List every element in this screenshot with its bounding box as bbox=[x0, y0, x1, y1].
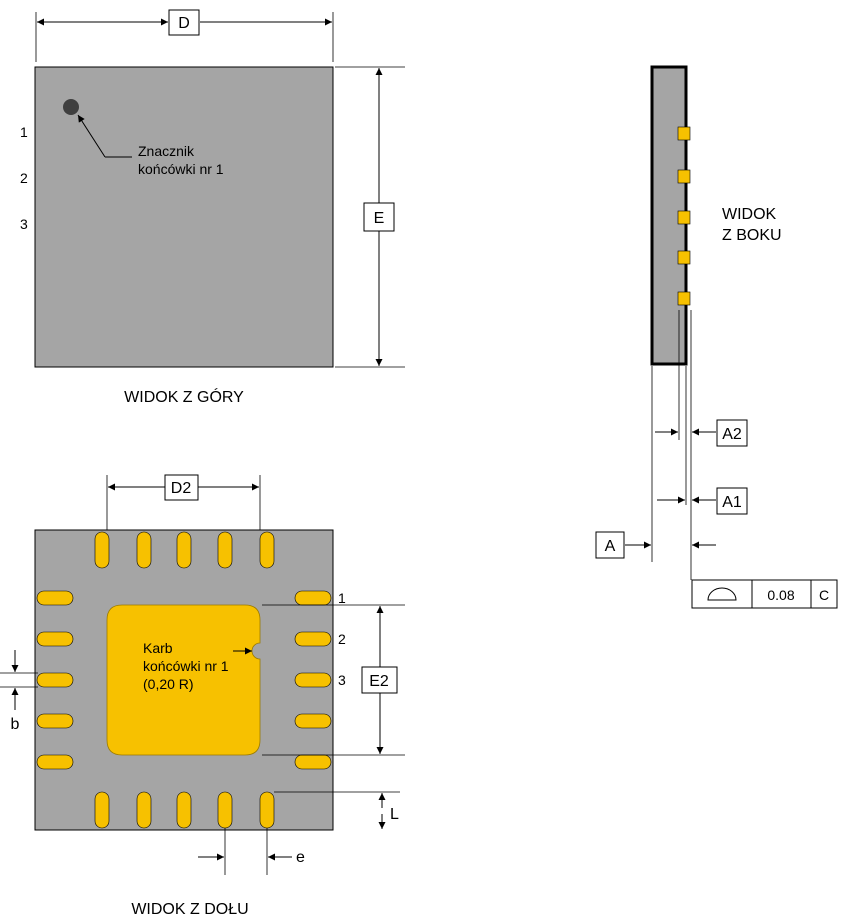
bottom-pad bbox=[259, 531, 275, 569]
bottom-pad bbox=[36, 672, 74, 688]
bottom-pin-number-2: 2 bbox=[338, 631, 346, 647]
notch-label-line2: końcówki nr 1 bbox=[143, 658, 229, 674]
bottom-pad bbox=[217, 531, 233, 569]
e2-label: E2 bbox=[369, 673, 389, 690]
side-terminal bbox=[677, 169, 691, 184]
e-label: E bbox=[374, 210, 385, 227]
flatness-tolerance-frame: 0.08 C bbox=[691, 579, 838, 609]
b-label: b bbox=[11, 716, 20, 733]
bottom-pads-left-column bbox=[36, 590, 74, 770]
pin1-marker-dot bbox=[63, 99, 79, 115]
top-pin-number-2: 2 bbox=[20, 170, 28, 186]
bottom-view-caption: WIDOK Z DOŁU bbox=[131, 901, 248, 918]
bottom-pad bbox=[176, 531, 192, 569]
tolerance-value: 0.08 bbox=[767, 587, 794, 603]
e-label-box bbox=[363, 202, 395, 232]
tolerance-datum: C bbox=[819, 587, 829, 603]
pin1-marker-label-line2: końcówki nr 1 bbox=[138, 161, 224, 177]
bottom-pad bbox=[36, 590, 74, 606]
bottom-pin-number-1: 1 bbox=[338, 590, 346, 606]
bottom-pads-top-row bbox=[94, 531, 275, 569]
side-view-terminals bbox=[677, 126, 691, 306]
bottom-pad bbox=[294, 754, 332, 770]
bottom-pin-number-3: 3 bbox=[338, 672, 346, 688]
d2-label-box bbox=[164, 474, 199, 501]
bottom-pad bbox=[36, 631, 74, 647]
bottom-pad bbox=[36, 713, 74, 729]
exposed-thermal-pad bbox=[106, 604, 261, 756]
side-view-caption-line2: Z BOKU bbox=[722, 227, 782, 244]
e2-label-box bbox=[361, 666, 398, 694]
bottom-pad bbox=[94, 791, 110, 829]
e-pitch-label: e bbox=[296, 849, 305, 866]
side-terminal bbox=[677, 126, 691, 141]
side-view-caption-line1: WIDOK bbox=[722, 206, 777, 223]
top-view-caption: WIDOK Z GÓRY bbox=[124, 387, 244, 406]
side-terminal bbox=[677, 291, 691, 306]
a1-label-box bbox=[716, 487, 748, 515]
a2-label-box bbox=[716, 419, 748, 447]
pin1-leader-arrow bbox=[77, 114, 106, 158]
bottom-pad bbox=[259, 791, 275, 829]
d-label-box bbox=[168, 9, 200, 36]
top-pin-number-3: 3 bbox=[20, 216, 28, 232]
top-view-package-body bbox=[34, 66, 334, 368]
top-view: D Znacznik końcówki nr 1 1 2 3 E WIDOK Z… bbox=[20, 9, 405, 406]
bottom-pad bbox=[217, 791, 233, 829]
bottom-pad bbox=[94, 531, 110, 569]
pin1-marker-label-line1: Znacznik bbox=[138, 143, 195, 159]
bottom-pad bbox=[294, 672, 332, 688]
flatness-icon bbox=[707, 587, 737, 601]
bottom-pad bbox=[294, 590, 332, 606]
bottom-pad bbox=[36, 754, 74, 770]
l-label: L bbox=[390, 806, 399, 823]
side-view: WIDOK Z BOKU A2 A1 A 0.08 C bbox=[595, 65, 838, 609]
tolerance-frame-box bbox=[691, 579, 838, 609]
side-terminal bbox=[677, 210, 691, 225]
top-pin-number-1: 1 bbox=[20, 124, 28, 140]
a-label: A bbox=[605, 538, 616, 555]
a2-label: A2 bbox=[722, 426, 742, 443]
d2-label: D2 bbox=[171, 480, 192, 497]
side-terminal bbox=[677, 250, 691, 265]
notch-label-line3: (0,20 R) bbox=[143, 676, 194, 692]
a1-label: A1 bbox=[722, 494, 742, 511]
notch-label-line1: Karb bbox=[143, 640, 173, 656]
bottom-view: D2 bbox=[0, 474, 405, 918]
bottom-pad bbox=[294, 631, 332, 647]
bottom-pad bbox=[176, 791, 192, 829]
bottom-pads-bottom-row bbox=[94, 791, 275, 829]
d-label: D bbox=[178, 15, 190, 32]
bottom-pads-right-column bbox=[294, 590, 332, 770]
a-label-box bbox=[595, 531, 625, 559]
bottom-pad bbox=[136, 531, 152, 569]
bottom-pad bbox=[294, 713, 332, 729]
bottom-pad bbox=[136, 791, 152, 829]
